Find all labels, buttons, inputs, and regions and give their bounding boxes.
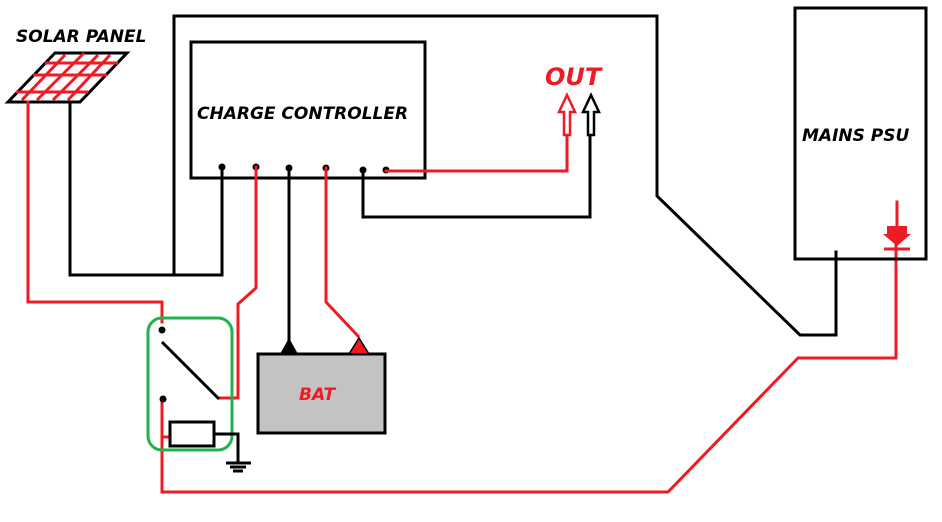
out-positive-wire — [384, 123, 569, 173]
battery-negative-terminal — [280, 338, 298, 354]
charge-controller-label: CHARGE CONTROLLER — [197, 104, 408, 124]
battery-positive-wire — [324, 166, 361, 339]
charge-controller-box — [189, 40, 427, 180]
solar-negative-wire — [68, 100, 224, 277]
battery-label: BAT — [299, 385, 336, 405]
mains-negative-wire — [172, 14, 838, 337]
ground-icon — [226, 461, 251, 473]
solar-positive-wire — [26, 100, 164, 324]
battery — [256, 352, 387, 435]
relay-contact-nc — [158, 326, 166, 334]
controller-solar-input-wire — [218, 165, 258, 400]
diode-icon — [883, 226, 911, 246]
solar-panel-cells — [16, 51, 118, 102]
solar-panel-label: SOLAR PANEL — [16, 27, 146, 47]
out-positive-arrow-icon — [557, 92, 577, 137]
out-negative-wire — [361, 123, 592, 219]
out-label: OUT — [545, 63, 603, 91]
solar-panel-frame — [4, 51, 131, 104]
relay-outline — [146, 316, 234, 452]
mains-positive-wire — [160, 243, 898, 494]
mains-psu-box — [793, 6, 928, 261]
relay-switch-arm — [160, 340, 221, 401]
battery-positive-terminal — [347, 336, 371, 355]
mains-psu-label: MAINS PSU — [802, 126, 909, 146]
relay-contact-no — [159, 395, 167, 403]
coil-ground-wire — [212, 432, 240, 464]
relay-coil — [168, 420, 216, 448]
out-negative-arrow-icon — [581, 92, 601, 137]
solar-panel — [4, 51, 131, 104]
